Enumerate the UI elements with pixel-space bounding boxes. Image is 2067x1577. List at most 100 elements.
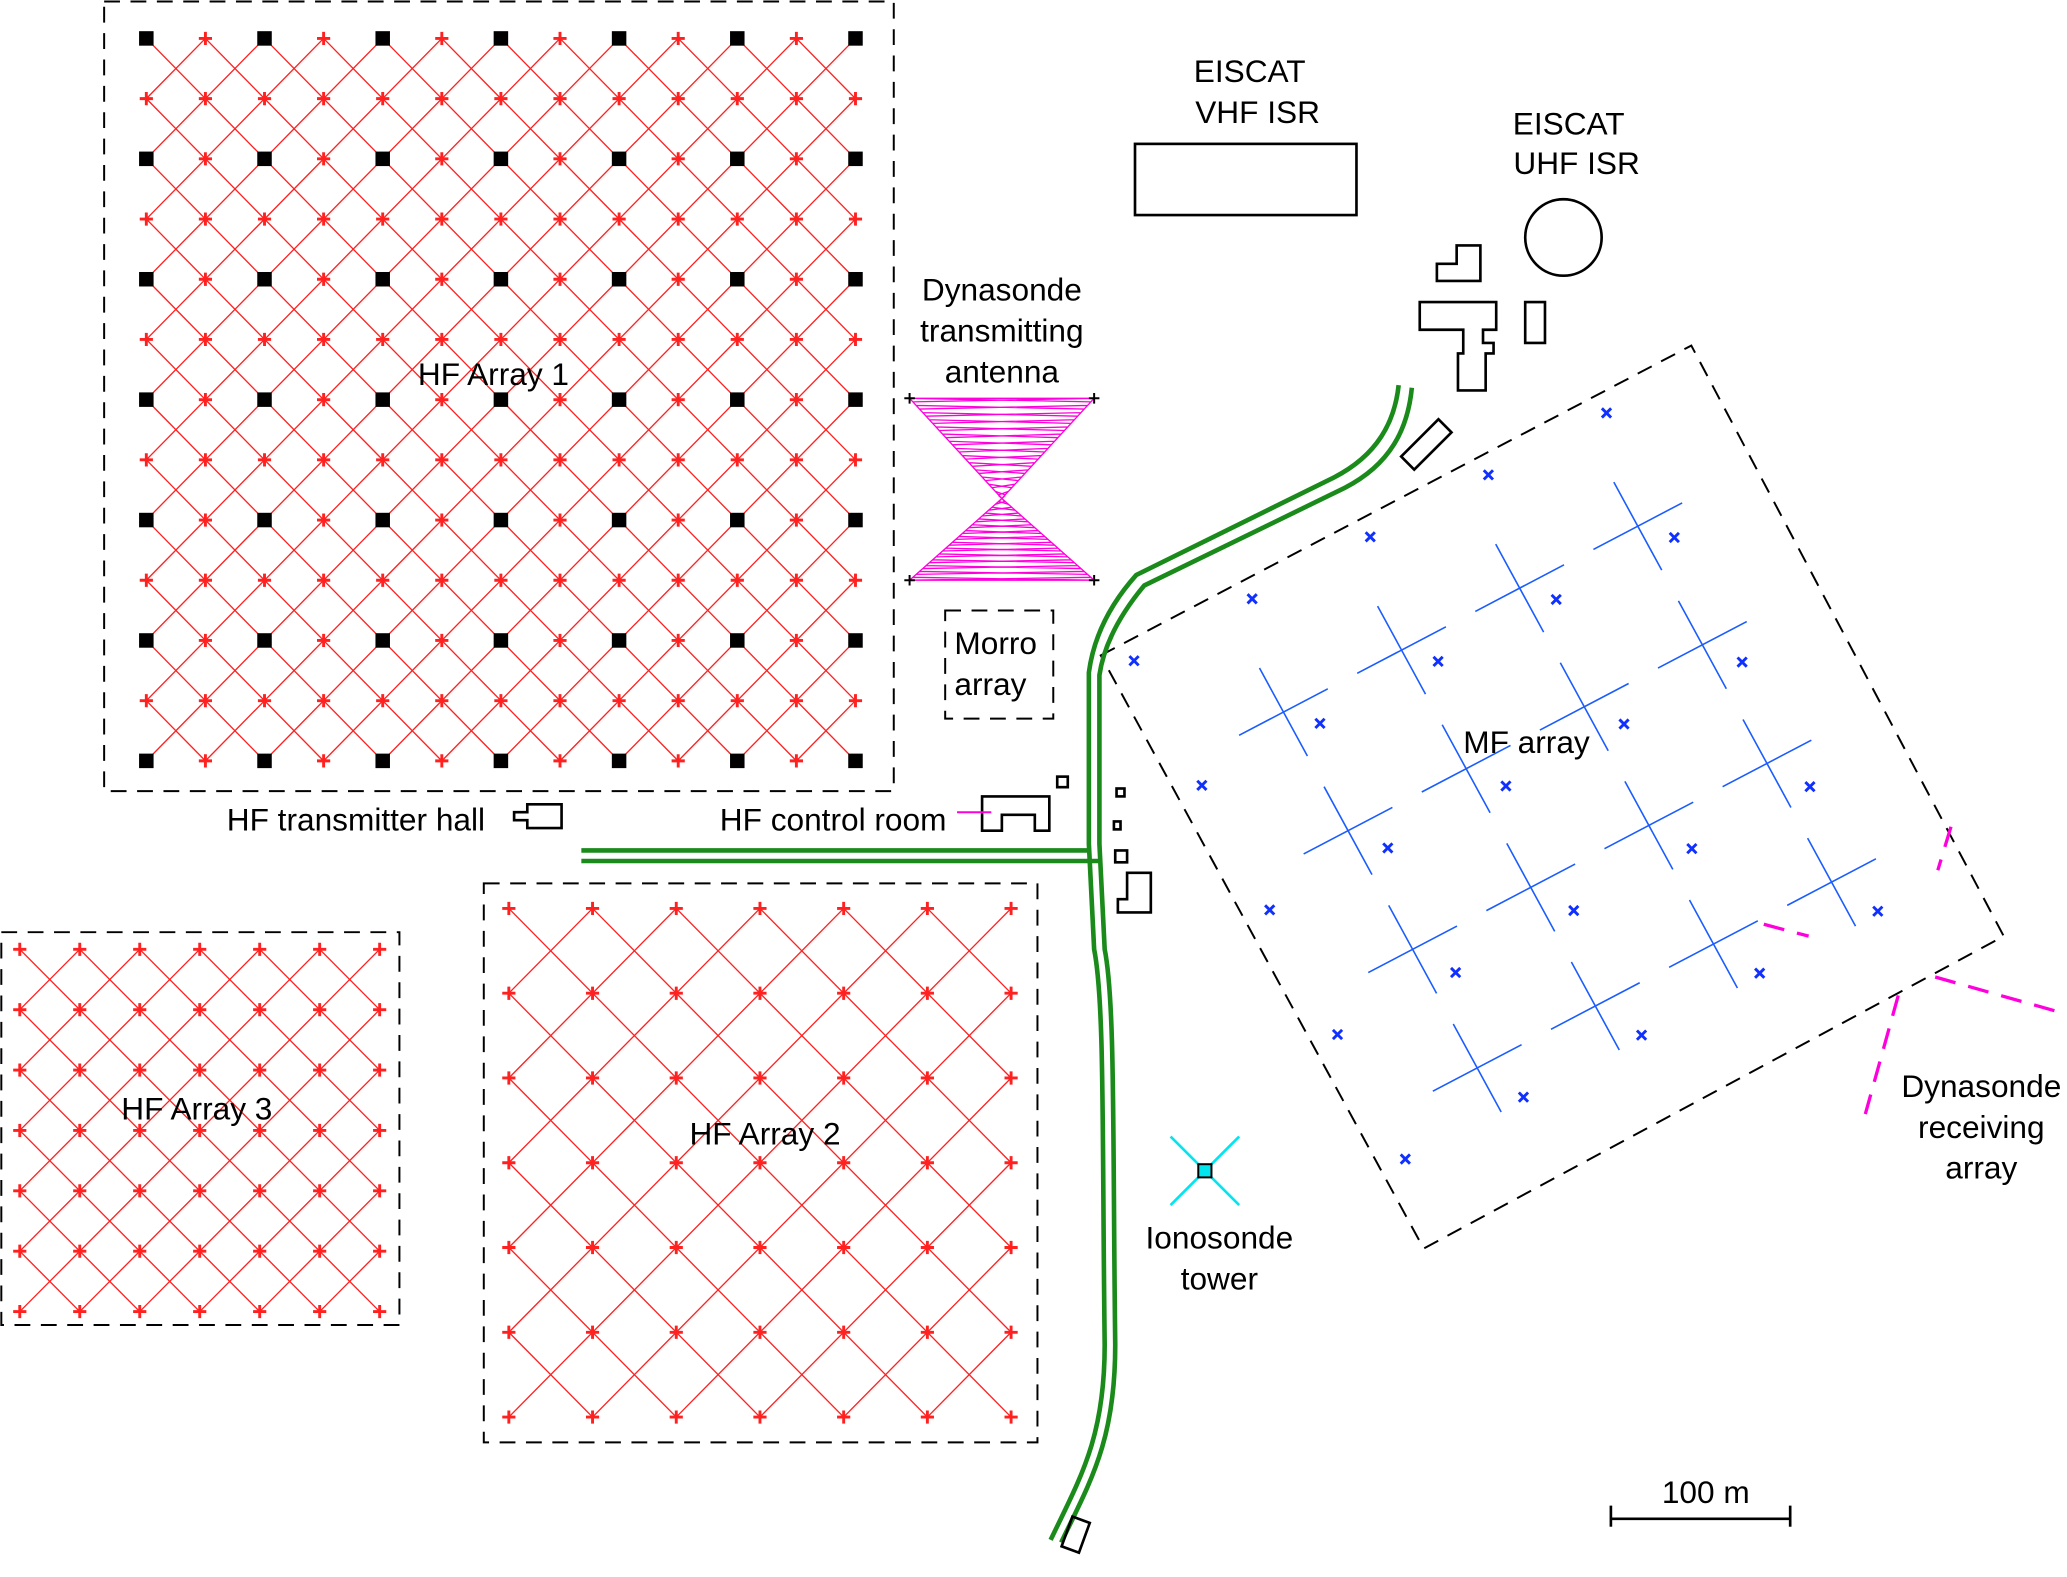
antenna-element: [753, 1240, 767, 1255]
antenna-element: [435, 393, 449, 407]
antenna-element: [669, 986, 683, 1000]
antenna-element: [313, 1244, 327, 1258]
antenna-element: [435, 92, 449, 106]
mast-marker: [139, 31, 154, 46]
antenna-element: [257, 212, 272, 226]
antenna-element: [435, 573, 449, 587]
antenna-element: [494, 212, 508, 226]
feed-line: [795, 700, 856, 762]
antenna-element: [585, 901, 600, 916]
antenna-element: [837, 1410, 851, 1424]
antenna-element: [313, 1063, 327, 1077]
feed-line: [145, 37, 443, 340]
building: [1113, 849, 1129, 864]
mf-antenna-cross: [1722, 719, 1812, 808]
hf-array-3: [13, 942, 387, 1319]
antenna-element: [139, 573, 153, 587]
mast-marker: [611, 31, 627, 46]
mast-marker: [257, 151, 272, 167]
feed-line: [145, 37, 561, 461]
mf-marker: [1482, 469, 1495, 481]
antenna-element: [671, 332, 685, 347]
antenna-element: [198, 513, 213, 527]
mf-marker: [1432, 655, 1444, 668]
mast-marker: [848, 753, 863, 769]
mast-marker: [730, 271, 745, 287]
antenna-element: [502, 1071, 516, 1085]
mast-marker: [493, 31, 509, 46]
antenna-element: [313, 942, 327, 956]
antenna-element: [502, 901, 516, 916]
mast-marker: [257, 31, 272, 46]
antenna-element: [373, 1184, 387, 1198]
mast-marker: [375, 753, 390, 769]
antenna-element: [753, 1156, 767, 1170]
antenna-element: [133, 1063, 147, 1077]
antenna-mast-markers: [904, 393, 1100, 586]
mast-marker: [730, 31, 745, 46]
antenna-element: [435, 453, 449, 467]
antenna-element: [585, 1410, 600, 1424]
antenna-element: [837, 986, 851, 1000]
antenna-element: [494, 332, 508, 347]
mf-marker: [1382, 842, 1394, 854]
mf-marker: [1364, 531, 1376, 543]
antenna-element: [553, 393, 567, 407]
mast-marker: [611, 512, 627, 528]
feed-line: [319, 1250, 381, 1313]
antenna-element: [13, 1304, 27, 1319]
mf-antenna-cross: [1421, 724, 1511, 814]
feed-line: [441, 338, 856, 762]
antenna-element: [435, 754, 449, 768]
antenna-element: [753, 1071, 767, 1085]
antenna-element: [435, 272, 449, 286]
antenna-element: [317, 694, 331, 708]
mf-marker: [1804, 781, 1816, 793]
antenna-element: [502, 1240, 516, 1255]
antenna-element: [1004, 1410, 1018, 1424]
feed-line: [145, 37, 679, 581]
antenna-element: [494, 573, 508, 587]
mf-marker: [1449, 966, 1462, 979]
antenna-element: [133, 1123, 147, 1138]
hf-control-room-label: HF control room: [720, 802, 947, 838]
antenna-element: [435, 31, 449, 46]
antenna-element: [73, 942, 87, 956]
antenna-element: [133, 1003, 147, 1017]
morro-label-2: array: [954, 666, 1026, 702]
antenna-element: [671, 453, 685, 467]
antenna-element: [373, 1244, 387, 1258]
antenna-element: [553, 633, 567, 648]
antenna-element: [848, 332, 863, 347]
mast-marker: [493, 271, 509, 287]
antenna-element: [198, 332, 213, 347]
antenna-element: [198, 212, 213, 226]
antenna-element: [553, 573, 567, 587]
antenna-element: [139, 694, 153, 708]
antenna-element: [494, 92, 508, 106]
eiscat-uhf-label-1: EISCAT: [1513, 106, 1625, 142]
antenna-element: [257, 332, 272, 347]
mast-marker: [375, 31, 390, 46]
antenna-element: [373, 1123, 387, 1138]
mf-antenna-cross: [1668, 899, 1759, 989]
antenna-element: [253, 1244, 267, 1258]
mf-marker: [1618, 718, 1630, 730]
morro-label-1: Morro: [954, 625, 1037, 661]
mf-antenna-cross: [1432, 1023, 1522, 1113]
mast-marker: [375, 633, 390, 648]
mf-marker: [1550, 593, 1562, 606]
antenna-element: [435, 633, 449, 648]
mast-marker: [139, 512, 154, 528]
antenna-element: [253, 1003, 267, 1017]
antenna-element: [585, 986, 600, 1000]
antenna-element: [317, 212, 331, 226]
antenna-element: [553, 453, 567, 467]
feed-line: [204, 98, 856, 762]
mf-marker: [1635, 1029, 1648, 1041]
antenna-element: [789, 92, 803, 106]
antenna-element: [435, 694, 449, 708]
hf-array-1: [139, 31, 863, 769]
road: [581, 384, 1415, 1544]
mast-marker: [848, 31, 863, 46]
